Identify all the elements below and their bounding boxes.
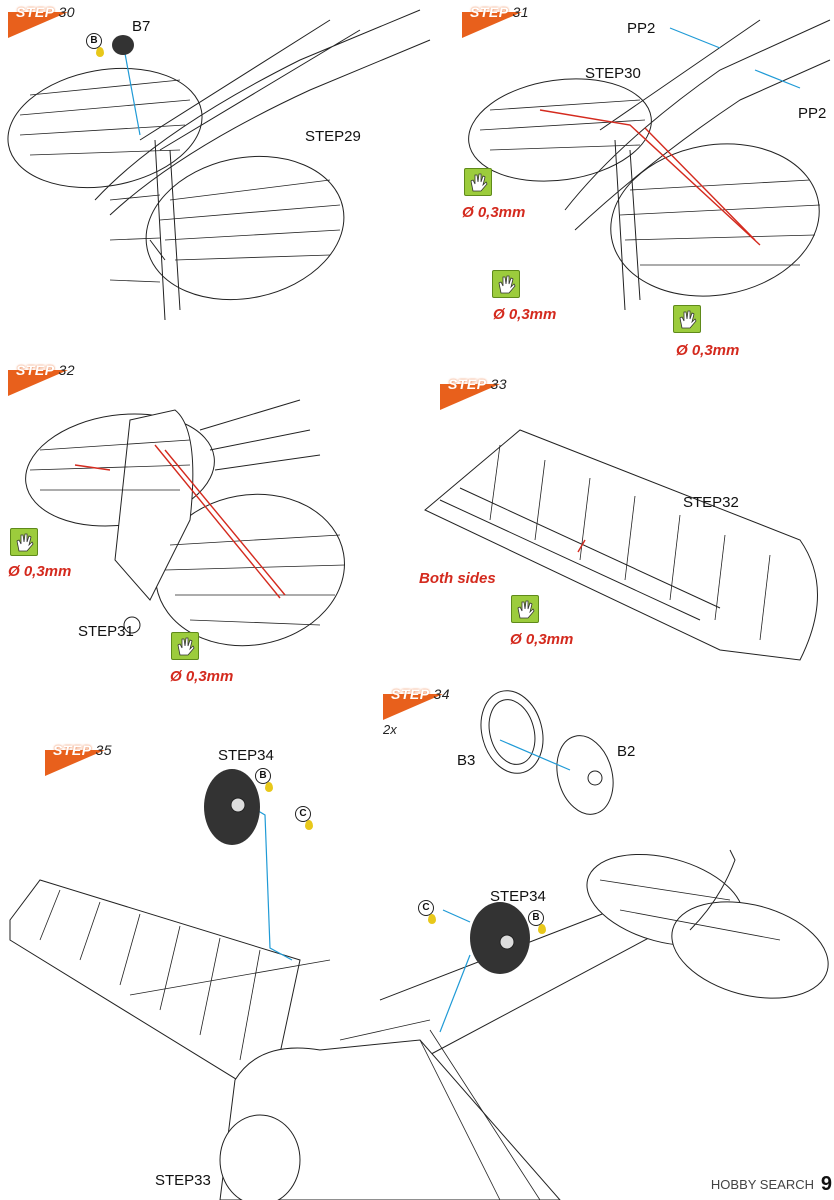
step32-tail-drawing bbox=[25, 399, 346, 647]
glue-drop-icon bbox=[538, 924, 546, 934]
step35-aircraft-drawing bbox=[9, 849, 829, 1200]
hand-icon bbox=[464, 168, 492, 196]
step34-wheel-drawing bbox=[480, 690, 614, 815]
ref-label-step34-b: STEP34 bbox=[490, 888, 546, 905]
glue-b-badge: B bbox=[86, 33, 102, 49]
glue-b-badge: B bbox=[255, 768, 271, 784]
ref-label-step33: STEP33 bbox=[155, 1172, 211, 1189]
part-label-b2: B2 bbox=[617, 743, 636, 760]
step-33-tag: STEP 33 bbox=[440, 376, 530, 410]
glue-b-badge: B bbox=[528, 910, 544, 926]
glue-drop-icon bbox=[305, 820, 313, 830]
both-sides-note: Both sides bbox=[419, 570, 496, 587]
step-30-tag: STEP 30 bbox=[8, 4, 98, 38]
glue-drop-icon bbox=[428, 914, 436, 924]
hand-icon bbox=[511, 595, 539, 623]
step-32-tag: STEP 32 bbox=[8, 362, 98, 396]
step-31-tag: STEP 31 bbox=[462, 4, 552, 38]
step30-tail-drawing bbox=[7, 9, 431, 321]
hand-icon bbox=[673, 305, 701, 333]
ref-label-step30: STEP30 bbox=[585, 65, 641, 82]
page-number: 9 bbox=[820, 1173, 832, 1195]
watermark: HOBBY SEARCH bbox=[710, 1177, 814, 1192]
wire-callout-5: Ø 0,3mm bbox=[170, 668, 234, 685]
step33-wing-drawing bbox=[424, 429, 818, 661]
part-label-pp2-right: PP2 bbox=[798, 105, 827, 122]
hand-icon bbox=[492, 270, 520, 298]
rigging-wires bbox=[74, 109, 761, 599]
hand-icon bbox=[10, 528, 38, 556]
wire-callout-6: Ø 0,3mm bbox=[510, 631, 574, 648]
ref-label-step34-a: STEP34 bbox=[218, 747, 274, 764]
ref-label-step29: STEP29 bbox=[305, 128, 361, 145]
part-label-pp2-top: PP2 bbox=[627, 20, 656, 37]
wire-callout-4: Ø 0,3mm bbox=[8, 563, 72, 580]
step-35-tag: STEP 35 bbox=[45, 742, 135, 776]
wire-callout-2: Ø 0,3mm bbox=[493, 306, 557, 323]
ref-label-step32: STEP32 bbox=[683, 494, 739, 511]
part-label-b7: B7 bbox=[132, 18, 151, 35]
glue-c-badge: C bbox=[295, 806, 311, 822]
part-label-b3: B3 bbox=[457, 752, 476, 769]
hand-icon bbox=[171, 632, 199, 660]
glue-drop-icon bbox=[96, 47, 104, 57]
step31-tail-drawing bbox=[468, 19, 831, 311]
tailwheel-b7 bbox=[112, 35, 134, 55]
glue-c-badge: C bbox=[418, 900, 434, 916]
step-34-tag: STEP 34 bbox=[383, 686, 473, 720]
step-34-quantity: 2x bbox=[383, 722, 397, 737]
main-wheel-right bbox=[470, 902, 530, 974]
wire-callout-3: Ø 0,3mm bbox=[676, 342, 740, 359]
wire-callout-1: Ø 0,3mm bbox=[462, 204, 526, 221]
ref-label-step31: STEP31 bbox=[78, 623, 134, 640]
glue-drop-icon bbox=[265, 782, 273, 792]
